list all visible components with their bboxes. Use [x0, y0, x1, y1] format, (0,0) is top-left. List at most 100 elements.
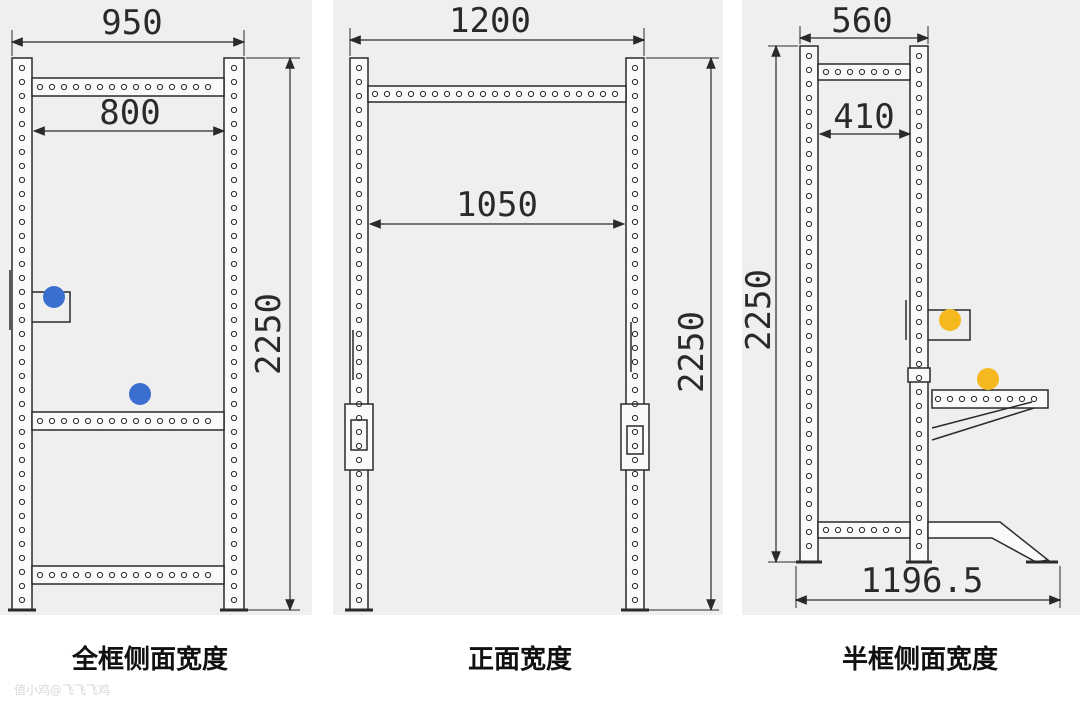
hole — [230, 428, 238, 436]
hole — [18, 386, 26, 394]
hole — [631, 498, 639, 506]
hole — [48, 83, 56, 91]
hole — [355, 232, 363, 240]
hole — [18, 106, 26, 114]
hole — [18, 512, 26, 520]
hole — [805, 332, 813, 340]
hole — [48, 417, 56, 425]
hole — [36, 417, 44, 425]
hole — [355, 106, 363, 114]
hole — [180, 417, 188, 425]
hole — [18, 456, 26, 464]
full-frame-side-panel: 950 800 2250 — [0, 0, 312, 615]
hole — [575, 90, 583, 98]
hole — [805, 290, 813, 298]
hole — [180, 83, 188, 91]
hole — [355, 358, 363, 366]
hole — [915, 430, 923, 438]
hole — [18, 218, 26, 226]
hole — [515, 90, 523, 98]
hole — [970, 395, 978, 403]
hole — [631, 176, 639, 184]
hole — [230, 134, 238, 142]
hole — [805, 528, 813, 536]
hole — [915, 164, 923, 172]
hole — [355, 302, 363, 310]
hole — [915, 304, 923, 312]
hole — [631, 288, 639, 296]
spotter-arm — [931, 389, 1049, 409]
hole — [915, 472, 923, 480]
hole — [60, 83, 68, 91]
hole — [355, 344, 363, 352]
hole — [96, 83, 104, 91]
front-drawing: 1200 1050 2250 — [344, 1, 719, 612]
half-frame-side-drawing: 560 410 2250 1196.5 — [742, 1, 1062, 608]
hole — [18, 498, 26, 506]
hole — [355, 64, 363, 72]
hole — [834, 526, 842, 534]
hole — [805, 360, 813, 368]
top-crossbar — [367, 85, 627, 103]
hole — [18, 260, 26, 268]
full-side-outer-width-label: 950 — [101, 3, 162, 43]
hole — [527, 90, 535, 98]
hole — [631, 204, 639, 212]
hole — [355, 260, 363, 268]
hole — [822, 68, 830, 76]
hole — [631, 428, 639, 436]
hole — [915, 108, 923, 116]
hole — [230, 190, 238, 198]
hole — [18, 442, 26, 450]
hole — [894, 68, 902, 76]
hole — [805, 486, 813, 494]
hole — [192, 571, 200, 579]
hole — [18, 358, 26, 366]
hole — [631, 302, 639, 310]
hole — [18, 330, 26, 338]
hole — [805, 108, 813, 116]
hole — [230, 162, 238, 170]
hole — [18, 554, 26, 562]
left-safety-housing — [344, 403, 374, 471]
hole — [631, 582, 639, 590]
half-frame-side-panel: 560 410 2250 1196.5 — [742, 0, 1080, 615]
hole — [108, 571, 116, 579]
hole — [958, 395, 966, 403]
hole — [18, 344, 26, 352]
hole — [631, 148, 639, 156]
hole — [805, 192, 813, 200]
hole — [18, 400, 26, 408]
hole — [18, 582, 26, 590]
hole — [192, 83, 200, 91]
hole — [355, 582, 363, 590]
full-frame-side-drawing: 950 800 2250 — [8, 3, 300, 612]
hole — [805, 500, 813, 508]
hole — [915, 248, 923, 256]
hole — [204, 83, 212, 91]
hole — [230, 484, 238, 492]
hole — [355, 134, 363, 142]
hole — [18, 568, 26, 576]
hole — [994, 395, 1002, 403]
hole — [230, 540, 238, 548]
hole — [72, 571, 80, 579]
hole — [870, 526, 878, 534]
hole — [915, 528, 923, 536]
full-side-inner-width-label: 800 — [99, 93, 160, 133]
hole — [355, 568, 363, 576]
hole — [18, 92, 26, 100]
hole — [805, 206, 813, 214]
hole — [204, 571, 212, 579]
hole — [631, 358, 639, 366]
hole — [156, 571, 164, 579]
hole — [631, 330, 639, 338]
hole — [915, 94, 923, 102]
hole — [230, 596, 238, 604]
hole — [631, 400, 639, 408]
hole — [805, 248, 813, 256]
hole — [631, 344, 639, 352]
hole — [18, 274, 26, 282]
hole — [230, 512, 238, 520]
hole — [84, 571, 92, 579]
